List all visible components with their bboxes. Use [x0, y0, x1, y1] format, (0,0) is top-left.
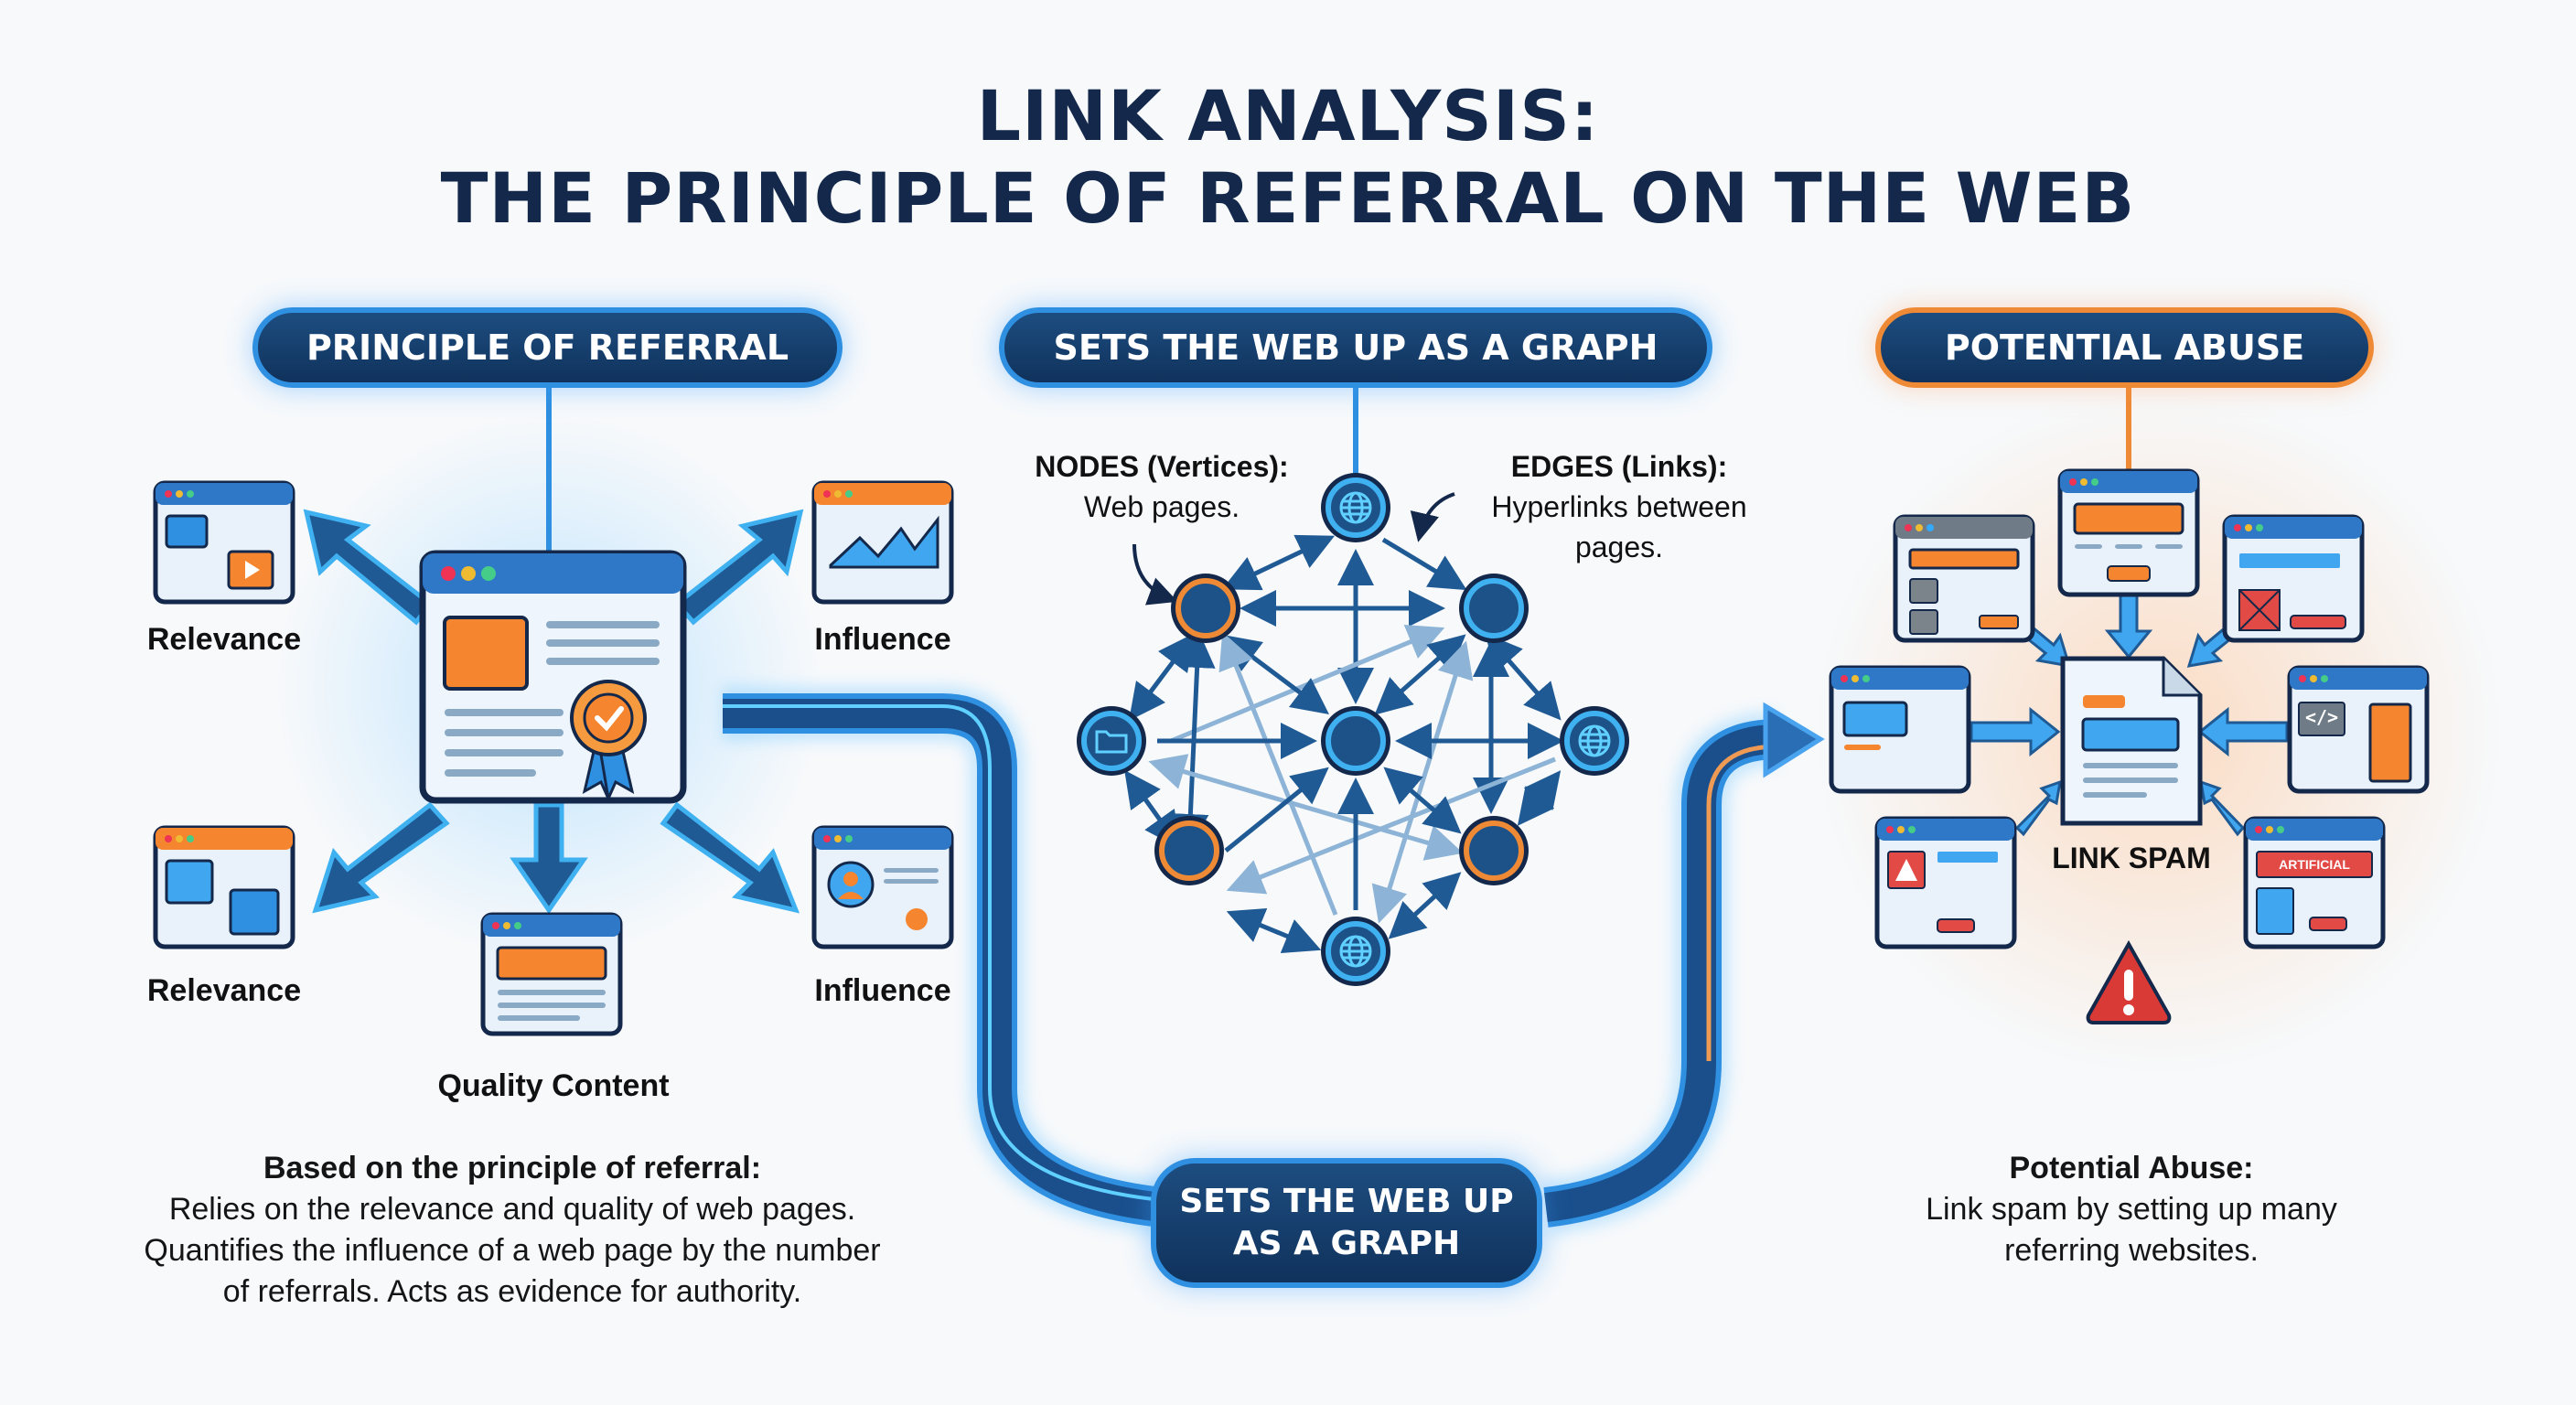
- referral-header-label: PRINCIPLE OF REFERRAL: [306, 327, 789, 368]
- nodes-pointer-arrow: [1132, 543, 1178, 606]
- referral-description-line: Relies on the relevance and quality of w…: [168, 1192, 856, 1227]
- graph-edge: [1388, 872, 1462, 939]
- graph-node-upper-right: [1459, 574, 1529, 643]
- abuse-arrow-right: [2197, 706, 2289, 757]
- referral-description-heading: Based on the principle of referral:: [263, 1151, 762, 1185]
- graph-node-bottom: [1321, 917, 1390, 986]
- globe-icon: [1339, 935, 1372, 968]
- abuse-arrows: [1970, 593, 2289, 837]
- abuse-description: Potential Abuse: Link spam by setting up…: [1866, 1148, 2397, 1271]
- arrow-to-bottom-left: [312, 801, 450, 914]
- abuse-arrow-lower-left: [2014, 779, 2062, 837]
- window-influence-bottom: [811, 825, 954, 949]
- label-quality-content: Quality Content: [437, 1068, 670, 1103]
- abuse-description-line: Link spam by setting up many: [1926, 1192, 2337, 1227]
- graph-edge: [1224, 767, 1329, 853]
- code-icon: </>: [2304, 706, 2339, 728]
- abuse-header: POTENTIAL ABUSE: [1875, 307, 2374, 388]
- title-line-2: THE PRINCIPLE OF REFERRAL ON THE WEB: [440, 157, 2136, 239]
- edges-annotation: EDGES (Links): Hyperlinks between pages.: [1464, 446, 1775, 567]
- graph-node-center: [1321, 706, 1390, 776]
- graph-bottom-pill-line-1: SETS THE WEB UP: [1179, 1183, 1514, 1220]
- graph-edge: [1517, 770, 1562, 826]
- abuse-arrow-lower-right: [2199, 779, 2246, 837]
- globe-icon: [1339, 491, 1372, 524]
- artificial-tag: ARTIFICIAL: [2279, 857, 2350, 872]
- graph-node-top: [1321, 473, 1390, 542]
- window-influence-top: [811, 480, 954, 605]
- graph-node-upper-left: [1171, 574, 1240, 643]
- graph-header: SETS THE WEB UP AS A GRAPH: [999, 307, 1712, 388]
- spam-window-top: [2057, 468, 2200, 597]
- referral-arrows: [303, 509, 804, 915]
- graph-edges: [1124, 492, 1564, 954]
- graph-bottom-pill-line-2: AS A GRAPH: [1232, 1225, 1461, 1262]
- abuse-arrow-top: [2104, 593, 2153, 660]
- nodes-annotation-text: Web pages.: [1083, 490, 1240, 523]
- abuse-description-line: referring websites.: [2004, 1233, 2259, 1268]
- graph-bottom-pill: SETS THE WEB UP AS A GRAPH: [1151, 1158, 1542, 1288]
- folder-icon: [1095, 730, 1128, 754]
- spam-target-document: [2060, 656, 2203, 826]
- nodes-annotation-title: NODES (Vertices):: [1035, 450, 1289, 483]
- window-referral-center: [419, 550, 687, 804]
- globe-icon: [1578, 724, 1611, 757]
- graph-edge: [1148, 754, 1464, 861]
- graph-edge: [1221, 534, 1336, 591]
- referral-description: Based on the principle of referral: Reli…: [73, 1148, 951, 1313]
- abuse-arrow-left: [1970, 706, 2061, 757]
- window-relevance-bottom: [153, 825, 295, 949]
- spam-window-lower-right: [2243, 816, 2386, 949]
- graph-nodes: [1077, 473, 1629, 986]
- graph-edge: [1226, 907, 1322, 954]
- referral-description-line: of referrals. Acts as evidence for autho…: [222, 1274, 802, 1309]
- flow-pipe: [723, 686, 1825, 1235]
- graph-node-mid-right: [1560, 706, 1629, 776]
- label-influence-bottom: Influence: [814, 973, 951, 1008]
- graph-edge: [1381, 537, 1467, 591]
- arrow-to-top-right: [673, 509, 804, 626]
- edges-pointer-arrow: [1410, 492, 1455, 542]
- referral-header: PRINCIPLE OF REFERRAL: [252, 307, 843, 388]
- abuse-header-label: POTENTIAL ABUSE: [1944, 327, 2305, 368]
- graph-node-mid-left: [1077, 706, 1146, 776]
- abuse-description-heading: Potential Abuse:: [2009, 1151, 2254, 1185]
- graph-edge: [1485, 633, 1562, 721]
- graph-edge: [1383, 767, 1462, 834]
- window-relevance-top: [153, 480, 295, 605]
- edges-annotation-title: EDGES (Links):: [1510, 450, 1728, 483]
- link-spam-label: LINK SPAM: [2052, 842, 2211, 874]
- graph-header-label: SETS THE WEB UP AS A GRAPH: [1053, 327, 1658, 368]
- label-influence-top: Influence: [814, 622, 951, 657]
- label-relevance-top: Relevance: [146, 622, 302, 657]
- graph-node-lower-left: [1154, 816, 1224, 885]
- spam-window-upper-left: [1893, 514, 2035, 643]
- spam-window-lower-left: [1874, 816, 2017, 949]
- arrow-to-bottom-center: [510, 802, 588, 915]
- graph-edge: [1170, 624, 1445, 744]
- window-quality-content: [480, 912, 623, 1036]
- arrow-to-bottom-right: [660, 801, 800, 914]
- award-badge-icon: [570, 680, 647, 804]
- graph-node-lower-right: [1459, 816, 1529, 885]
- arrow-to-top-left: [303, 509, 434, 626]
- edges-annotation-text-2: pages.: [1574, 531, 1664, 563]
- spam-window-left: [1829, 665, 1971, 794]
- edges-annotation-text-1: Hyperlinks between: [1491, 490, 1747, 523]
- nodes-annotation: NODES (Vertices): Web pages.: [1015, 446, 1308, 527]
- spam-window-right: [2287, 665, 2430, 794]
- warning-triangle-icon: [2086, 939, 2172, 1024]
- graph-edge: [1371, 640, 1474, 924]
- pipe-arrowhead: [1763, 702, 1825, 778]
- title-line-1: LINK ANALYSIS:: [976, 75, 1600, 156]
- graph-edge: [1129, 633, 1195, 721]
- spam-window-upper-right: [2222, 514, 2365, 643]
- referral-description-line: Quantifies the influence of a web page b…: [144, 1233, 881, 1268]
- label-relevance-bottom: Relevance: [146, 973, 302, 1008]
